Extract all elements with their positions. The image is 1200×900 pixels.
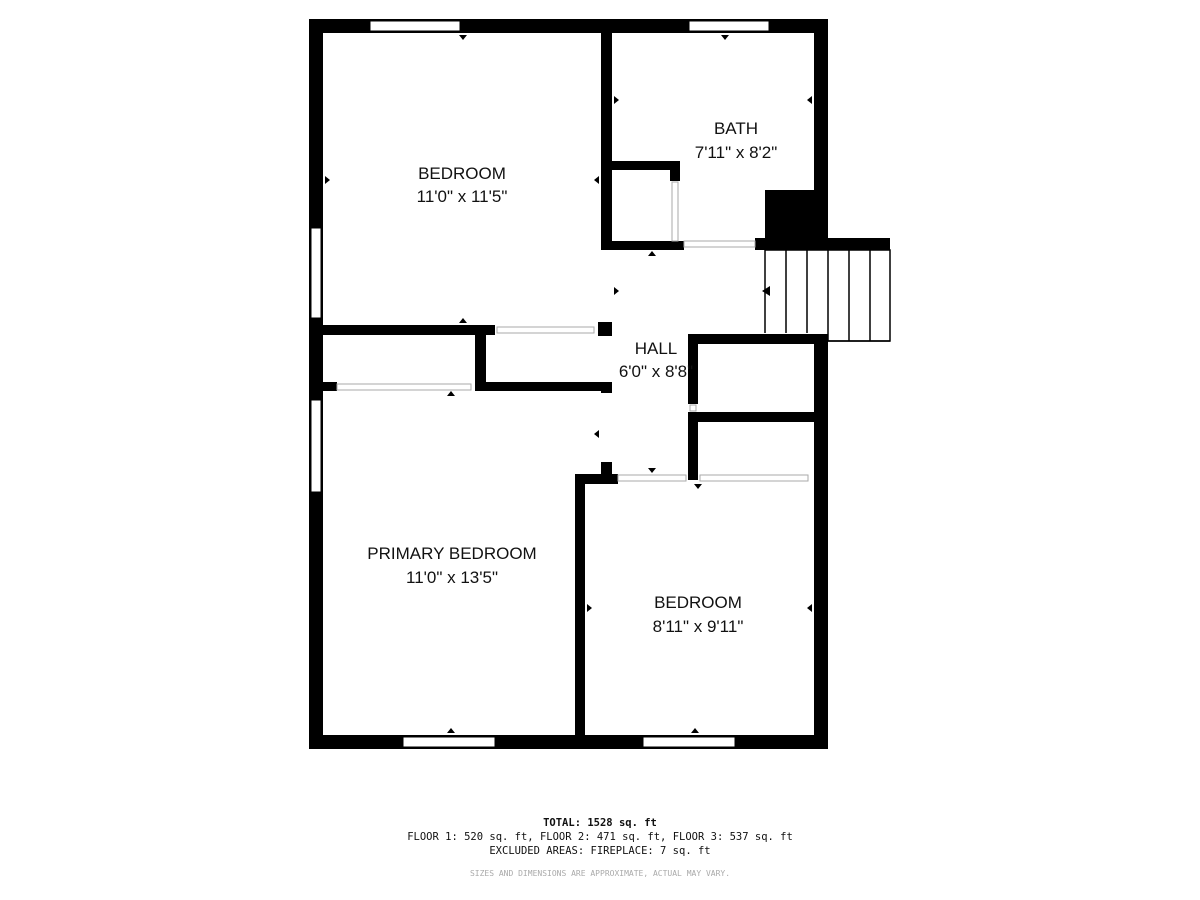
total-area: TOTAL: 1528 sq. ft <box>543 817 657 829</box>
dimension-marker <box>447 391 455 396</box>
room-labels: BEDROOM 11'0" x 11'5" BATH 7'11" x 8'2" … <box>367 119 777 636</box>
dimension-marker <box>721 35 729 40</box>
wall-closet-south <box>475 382 612 391</box>
dimension-marker <box>447 728 455 733</box>
window <box>310 399 322 493</box>
door-opening <box>671 181 679 242</box>
door-opening <box>699 474 809 482</box>
dimension-marker <box>614 96 619 104</box>
dimension-marker <box>594 430 599 438</box>
wall-closet-top <box>612 161 680 170</box>
dimension-marker <box>587 604 592 612</box>
window <box>688 20 770 32</box>
room-dimensions: 11'0" x 11'5" <box>417 187 508 206</box>
dimension-marker <box>648 251 656 256</box>
wall-right-upper <box>814 19 828 241</box>
wall-bedroom3-north <box>575 474 618 484</box>
window <box>369 20 461 32</box>
wall-closet-east <box>601 382 612 393</box>
window <box>310 227 322 319</box>
wall-bath-bottom-a <box>612 241 684 250</box>
wall-closet-west <box>475 333 486 390</box>
dimension-marker <box>694 484 702 489</box>
floor-areas: FLOOR 1: 520 sq. ft, FLOOR 2: 471 sq. ft… <box>407 831 793 843</box>
dimension-marker <box>459 35 467 40</box>
room-name: BATH <box>714 119 758 138</box>
dimension-marker <box>459 318 467 323</box>
windows <box>310 20 770 748</box>
room-name: HALL <box>635 339 678 358</box>
room-name: BEDROOM <box>418 164 506 183</box>
stairs <box>762 249 891 342</box>
excluded-areas: EXCLUDED AREAS: FIREPLACE: 7 sq. ft <box>489 845 711 857</box>
wall-bedroom1-south <box>323 325 495 335</box>
wall-bottom <box>309 735 828 749</box>
wall-left <box>309 19 323 749</box>
doors <box>336 181 809 482</box>
wall-linen-mid <box>688 412 816 422</box>
dimension-marker <box>807 604 812 612</box>
room-name: BEDROOM <box>654 593 742 612</box>
dimension-marker <box>807 96 812 104</box>
stair-arrow <box>762 286 770 296</box>
door-opening <box>336 383 472 391</box>
wall-closet-right <box>670 161 680 181</box>
wall-hall-stub-bottom <box>601 462 612 476</box>
room-dimensions: 7'11" x 8'2" <box>695 143 778 162</box>
dimension-marker <box>594 176 599 184</box>
room-dimensions: 6'0" x 8'8" <box>619 362 693 381</box>
door-opening <box>496 326 595 334</box>
interior-walls <box>323 33 890 744</box>
wall-bedroom3-west <box>575 474 585 744</box>
wall-hall-east-b <box>688 412 698 480</box>
dimension-marker <box>648 468 656 473</box>
wall-hall-east-top <box>688 334 816 344</box>
wall-bedroom1-east <box>601 33 612 250</box>
dimension-marker <box>691 728 699 733</box>
door-opening <box>617 474 687 482</box>
dimension-markers <box>325 35 812 733</box>
dimension-marker <box>614 287 619 295</box>
dimension-marker <box>325 176 330 184</box>
room-dimensions: 11'0" x 13'5" <box>406 568 498 587</box>
wall-hall-east-a <box>688 334 698 404</box>
wall-stub-left <box>323 382 337 391</box>
window <box>402 736 496 748</box>
room-dimensions: 8'11" x 9'11" <box>653 617 744 636</box>
room-name: PRIMARY BEDROOM <box>367 544 536 563</box>
disclaimer: SIZES AND DIMENSIONS ARE APPROXIMATE, AC… <box>469 869 731 878</box>
wall-right-lower <box>814 334 828 749</box>
door-opening <box>689 404 697 412</box>
fireplace-block <box>765 190 825 240</box>
window <box>642 736 736 748</box>
wall-hall-stub <box>598 322 612 336</box>
door-opening <box>683 240 756 248</box>
wall-stairs-top <box>765 238 890 250</box>
